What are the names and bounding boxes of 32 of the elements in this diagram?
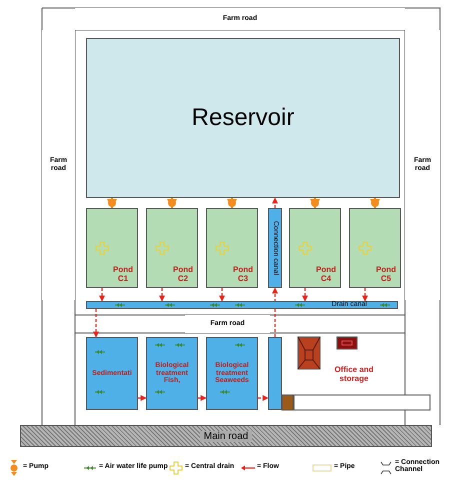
area-title: Reservoir [192, 104, 294, 132]
pond-area [206, 208, 258, 288]
area-label: Pond C3 [232, 266, 254, 284]
flow-arrow [302, 288, 308, 302]
flow-arrow [93, 309, 99, 338]
flow-arrow [362, 288, 368, 302]
area-label: Pond C5 [375, 266, 397, 284]
flow-arrow [138, 395, 147, 401]
flow-arrow [272, 197, 278, 208]
area-label: Pond C2 [172, 266, 194, 284]
flow-arrow [198, 395, 207, 401]
flow-arrow [272, 287, 278, 337]
flow-arrow [258, 395, 269, 401]
flow-arrow [219, 288, 225, 302]
area-label: Pond C4 [315, 266, 337, 284]
reservoir-area [86, 38, 400, 198]
canal-strip [268, 337, 282, 410]
pond-area [349, 208, 401, 288]
main-road [20, 425, 432, 447]
canal-strip [268, 208, 282, 288]
area-label: Pond C1 [112, 266, 134, 284]
pond-area [86, 208, 138, 288]
treatment-tank [146, 337, 198, 410]
pond-area [289, 208, 341, 288]
pond-area [146, 208, 198, 288]
area-label: Main road [200, 430, 252, 442]
flow-arrow [159, 288, 165, 302]
office-label: Office and storage [333, 365, 375, 383]
flow-arrow [99, 288, 105, 302]
treatment-tank [206, 337, 258, 410]
treatment-tank [86, 337, 138, 410]
canal-strip [86, 301, 398, 309]
